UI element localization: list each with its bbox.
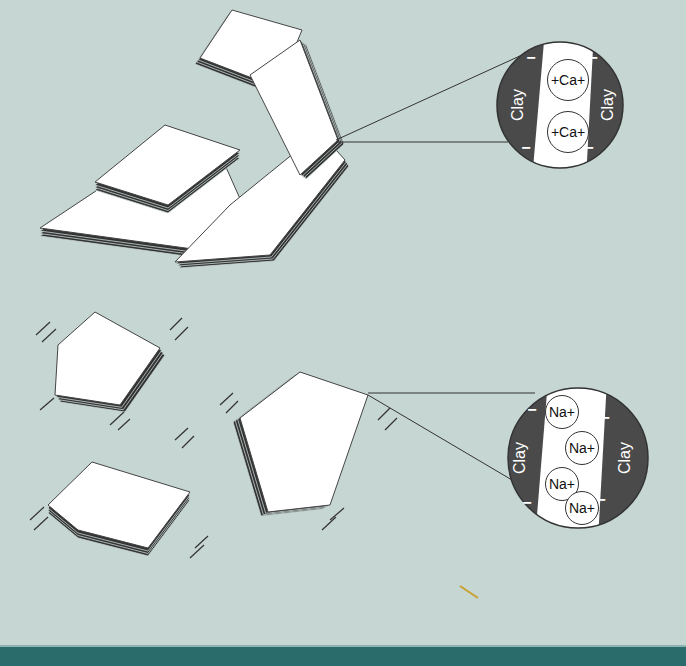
magnified-view-dispersed (490, 380, 660, 540)
charge-sign: − (588, 50, 597, 66)
node-text: Clay (509, 89, 527, 121)
cation: +Ca+ (547, 111, 589, 153)
charge-sign: − (584, 140, 593, 156)
cation: Na+ (545, 395, 579, 429)
background (0, 0, 686, 648)
node-text: Na+ (549, 476, 575, 492)
node-text: Clay (599, 89, 617, 121)
stray-mark (460, 586, 478, 598)
node-text: Na+ (569, 440, 595, 456)
cation: +Ca+ (547, 59, 589, 101)
clay-plates (40, 10, 368, 556)
node-text: +Ca+ (551, 72, 585, 88)
motion-lines (30, 318, 397, 558)
node-text: Clay (616, 442, 634, 474)
node-text: Na+ (549, 404, 575, 420)
charge-sign: − (522, 495, 531, 511)
cation: Na+ (565, 491, 599, 525)
charge-sign: − (527, 402, 536, 418)
node-text: Na+ (569, 500, 595, 516)
charge-sign: − (596, 492, 605, 508)
bottom-bar (0, 646, 686, 666)
clay-layer: Clay (611, 413, 639, 503)
clay-layer: Clay (506, 413, 534, 503)
node-text: Clay (511, 442, 529, 474)
charge-sign: − (526, 50, 535, 66)
charge-sign: − (521, 140, 530, 156)
cation: Na+ (565, 431, 599, 465)
clay-layer: Clay (504, 60, 532, 150)
charge-sign: − (600, 410, 609, 426)
clay-layer: Clay (594, 60, 622, 150)
magnified-view-flocculated (480, 30, 650, 180)
node-text: +Ca+ (551, 124, 585, 140)
